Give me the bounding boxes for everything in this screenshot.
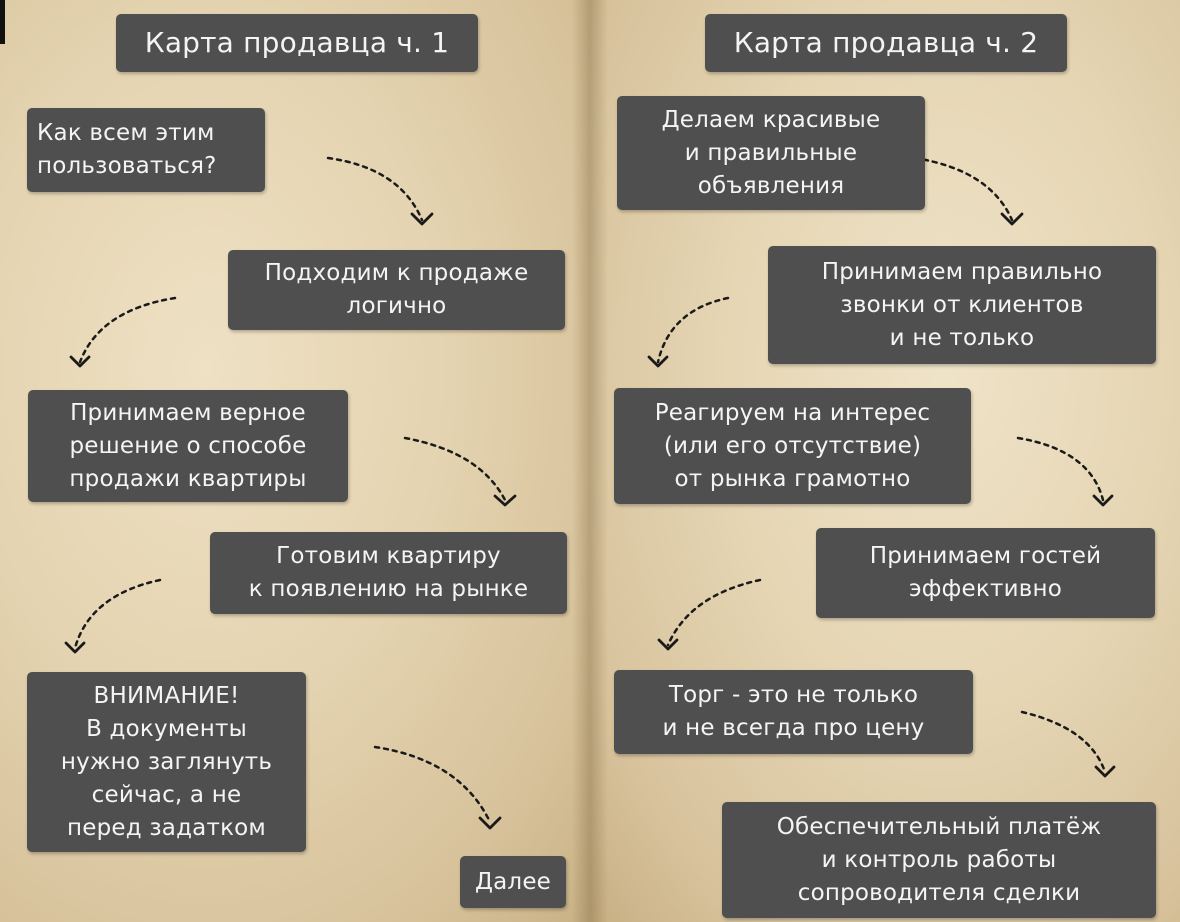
arrow-l4 <box>73 578 162 650</box>
arrow-l2 <box>78 296 177 364</box>
arrow-r1 <box>913 156 1014 222</box>
arrow-l1 <box>326 156 424 222</box>
arrow-r4 <box>666 578 762 647</box>
arrowhead-l5 <box>478 816 502 830</box>
arrowhead-l3 <box>493 494 517 507</box>
next-button[interactable]: Далее <box>460 856 566 908</box>
arrow-l3 <box>403 436 507 502</box>
right-step-6: Обеспечительный платёж и контроль работы… <box>722 802 1156 918</box>
arrow-r2 <box>656 296 730 364</box>
right-step-1: Делаем красивые и правильные объявления <box>617 96 925 210</box>
arrowhead-l1 <box>410 212 434 226</box>
arrowhead-r2 <box>647 355 669 368</box>
arrowhead-r3 <box>1092 494 1114 507</box>
left-step-5: ВНИМАНИЕ! В документы нужно заглянуть се… <box>27 672 306 852</box>
arrowhead-r1 <box>1000 212 1024 226</box>
left-step-4: Готовим квартиру к появлению на рынке <box>210 532 567 614</box>
right-step-5: Торг - это не только и не всегда про цен… <box>614 670 973 754</box>
right-title: Карта продавца ч. 2 <box>705 14 1067 72</box>
arrowhead-l4 <box>64 641 86 654</box>
arrowhead-r4 <box>657 638 679 651</box>
right-step-2: Принимаем правильно звонки от клиентов и… <box>768 246 1156 364</box>
arrowhead-r5 <box>1094 765 1116 778</box>
left-step-2: Подходим к продаже логично <box>228 250 565 330</box>
left-step-1: Как всем этим пользоваться? <box>27 108 265 192</box>
arrow-r3 <box>1016 436 1105 502</box>
book-spine <box>572 0 608 922</box>
arrow-l5 <box>373 745 492 824</box>
left-step-3: Принимаем верное решение о способе прода… <box>28 390 348 502</box>
right-step-4: Принимаем гостей эффективно <box>816 528 1155 618</box>
arrow-r5 <box>1020 710 1107 774</box>
arrowhead-l2 <box>69 355 91 368</box>
left-title: Карта продавца ч. 1 <box>116 14 478 72</box>
right-step-3: Реагируем на интерес (или его отсутствие… <box>614 388 971 504</box>
corner-mark <box>0 0 5 44</box>
